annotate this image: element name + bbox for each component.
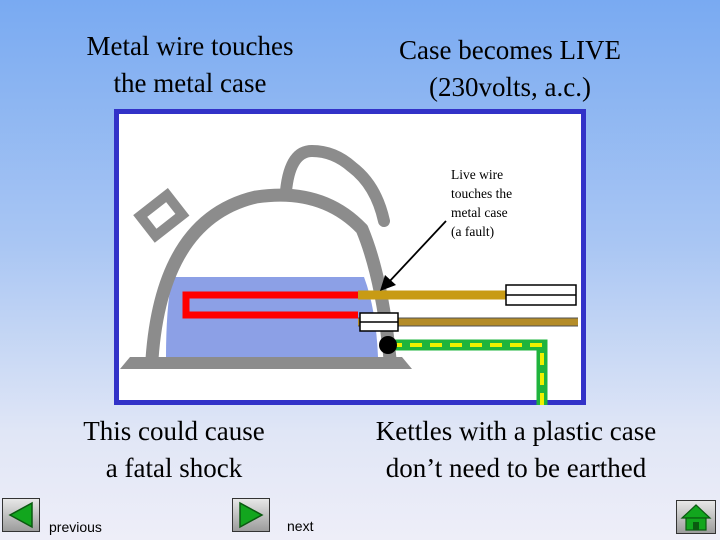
- earth-terminal: [379, 336, 397, 354]
- previous-button[interactable]: [2, 498, 40, 532]
- heating-element: [182, 291, 358, 319]
- kettle-case: [145, 188, 397, 360]
- caption-metal-wire-touches: Metal wire touches the metal case: [40, 28, 340, 102]
- caption-fatal-shock: This could cause a fatal shock: [40, 413, 308, 487]
- kettle-spout: [133, 188, 190, 243]
- kettle-diagram: Live wire touches the metal case (a faul…: [114, 109, 586, 405]
- kettle-base: [120, 357, 412, 369]
- fault-annotation: Live wire touches the metal case (a faul…: [451, 167, 515, 239]
- kettle-lid-knob: [280, 144, 390, 227]
- caption-line: a fatal shock: [105, 453, 243, 483]
- caption-line: the metal case: [113, 68, 267, 98]
- triangle-left-icon: [8, 501, 33, 529]
- annotation-arrow-shaft: [387, 220, 447, 284]
- caption-line: This could cause: [83, 416, 265, 446]
- caption-line: Kettles with a plastic case: [375, 416, 657, 446]
- caption-line: (230volts, a.c.): [429, 72, 591, 102]
- home-icon: [680, 504, 712, 531]
- annotation-line: metal case: [451, 205, 508, 220]
- caption-line: Metal wire touches: [86, 31, 294, 61]
- annotation-line: Live wire: [451, 167, 503, 182]
- caption-plastic-case: Kettles with a plastic case don’t need t…: [330, 413, 702, 487]
- next-button[interactable]: [232, 498, 270, 532]
- home-button[interactable]: [676, 500, 716, 534]
- triangle-right-icon: [239, 501, 264, 529]
- earth-wire-stripe: [390, 343, 544, 405]
- next-label[interactable]: next: [287, 518, 314, 534]
- annotation-line: touches the: [451, 186, 512, 201]
- caption-line: don’t need to be earthed: [385, 453, 647, 483]
- annotation-arrowhead: [380, 275, 396, 291]
- caption-line: Case becomes LIVE: [399, 35, 621, 65]
- previous-label[interactable]: previous: [49, 519, 102, 535]
- annotation-line: (a fault): [451, 224, 494, 239]
- caption-case-becomes-live: Case becomes LIVE (230volts, a.c.): [350, 32, 670, 106]
